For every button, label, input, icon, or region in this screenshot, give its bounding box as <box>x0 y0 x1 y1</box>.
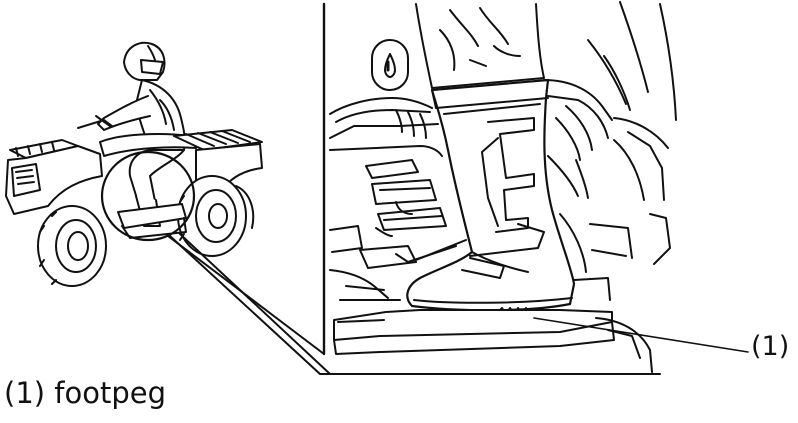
boot-on-footpeg-detail <box>320 2 676 374</box>
callout-leader-line <box>534 318 748 352</box>
oil-drop-badge-icon <box>372 40 408 90</box>
figure-caption: (1) footpeg <box>4 376 166 410</box>
callout-label-1: (1) <box>751 331 789 362</box>
atv-rider-illustration <box>6 43 262 286</box>
